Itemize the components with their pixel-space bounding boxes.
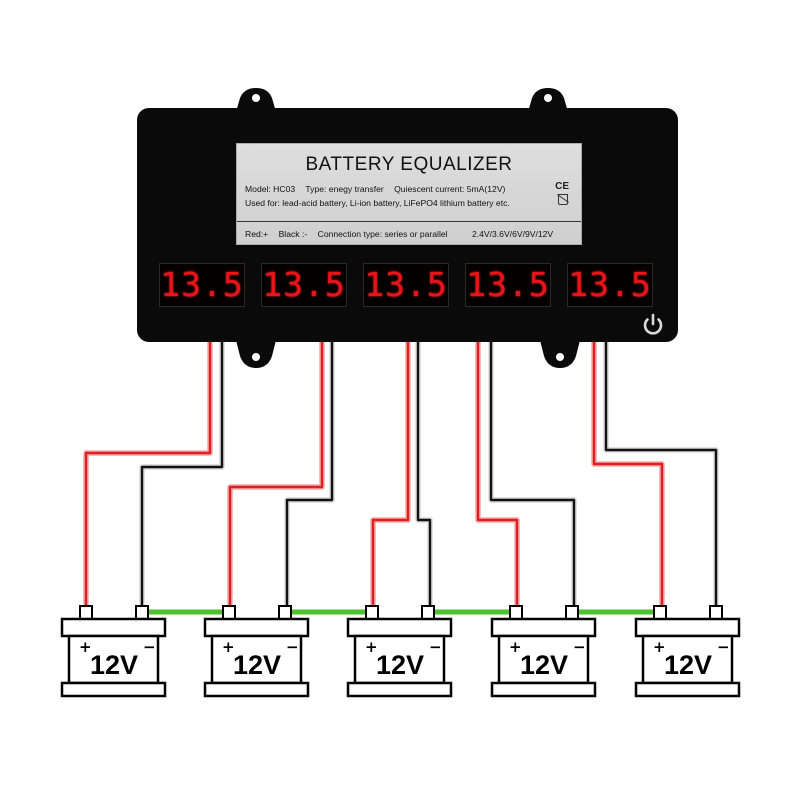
battery-5-red-wire: [591, 342, 665, 612]
power-icon: [643, 318, 663, 335]
battery-2-black-wire: [284, 342, 335, 612]
model-text: Model: HC03: [245, 184, 296, 194]
spec-line-connection: Red:+ Black :- Connection type: series o…: [245, 229, 561, 239]
battery-5-base: [634, 681, 741, 698]
battery-2-plus-sign: +: [222, 638, 235, 656]
battery-5-voltage: 12V: [663, 650, 713, 680]
quiescent-text: Quiescent current: 5mA(12V): [394, 184, 506, 194]
battery-2-red-wire: [227, 342, 325, 612]
battery-2-body: [210, 634, 303, 685]
spec-line-model: Model: HC03 Type: enegy transfer Quiesce…: [245, 184, 513, 194]
battery-1: [60, 605, 167, 698]
spec-line-usage: Used for: lead-acid battery, Li-ion batt…: [245, 198, 510, 208]
mounting-hole-top-right: [544, 94, 552, 102]
battery-4-lid: [490, 617, 597, 638]
battery-5-plus-sign: +: [653, 638, 666, 656]
battery-4-red-wire: [475, 342, 520, 612]
battery-4: [490, 605, 597, 698]
battery-3-lid: [346, 617, 453, 638]
red-polarity-text: Red:+: [245, 229, 269, 239]
black-polarity-text: Black :-: [278, 229, 308, 239]
battery-1-red-wire: [83, 342, 213, 612]
voltage-display-4: 13.5: [465, 263, 551, 307]
voltage-options-text: 2.4V/3.6V/6V/9V/12V: [471, 229, 554, 239]
battery-3-minus-sign: −: [429, 638, 442, 656]
battery-3-plus-sign: +: [365, 638, 378, 656]
battery-4-black-wire: [488, 342, 577, 612]
battery-1-voltage: 12V: [89, 650, 139, 680]
battery-4-minus-sign: −: [573, 638, 586, 656]
battery-1-plus-sign: +: [79, 638, 92, 656]
battery-2-base: [203, 681, 310, 698]
battery-3-body: [353, 634, 446, 685]
battery-3-red-wire: [370, 342, 411, 612]
battery-1-black-wire: [139, 342, 225, 612]
battery-4-body: [497, 634, 590, 685]
battery-1-lid: [60, 617, 167, 638]
power-button[interactable]: [641, 313, 665, 337]
spec-label: BATTERY EQUALIZER Model: HC03 Type: eneg…: [236, 143, 582, 245]
battery-3-black-wire: [415, 342, 433, 612]
battery-4-plus-sign: +: [509, 638, 522, 656]
battery-4-voltage: 12V: [519, 650, 569, 680]
battery-2-lid: [203, 617, 310, 638]
voltage-display-1: 13.5: [159, 263, 245, 307]
mounting-hole-bottom-left: [252, 353, 260, 361]
connection-type-text: Connection type: series or parallel: [317, 229, 448, 239]
battery-5-body: [641, 634, 734, 685]
battery-2-voltage: 12V: [232, 650, 282, 680]
label-divider: [237, 221, 581, 222]
battery-2: [203, 605, 310, 698]
battery-5-minus-sign: −: [717, 638, 730, 656]
battery-2-minus-sign: −: [286, 638, 299, 656]
battery-5-black-wire: [603, 342, 719, 612]
battery-3-base: [346, 681, 453, 698]
ce-mark: CE: [555, 181, 569, 192]
battery-1-minus-sign: −: [143, 638, 156, 656]
battery-3: [346, 605, 453, 698]
battery-3-voltage: 12V: [375, 650, 425, 680]
battery-1-base: [60, 681, 167, 698]
battery-5: [634, 605, 741, 698]
mounting-hole-top-left: [252, 94, 260, 102]
type-text: Type: enegy transfer: [305, 184, 384, 194]
crossed-bin-icon: [558, 194, 568, 205]
wire-harness: [83, 342, 719, 612]
battery-row: [60, 605, 741, 698]
voltage-display-5: 13.5: [567, 263, 653, 307]
voltage-display-3: 13.5: [363, 263, 449, 307]
mounting-hole-bottom-right: [556, 353, 564, 361]
battery-5-lid: [634, 617, 741, 638]
battery-4-base: [490, 681, 597, 698]
voltage-display-2: 13.5: [261, 263, 347, 307]
device-title: BATTERY EQUALIZER: [305, 154, 513, 175]
